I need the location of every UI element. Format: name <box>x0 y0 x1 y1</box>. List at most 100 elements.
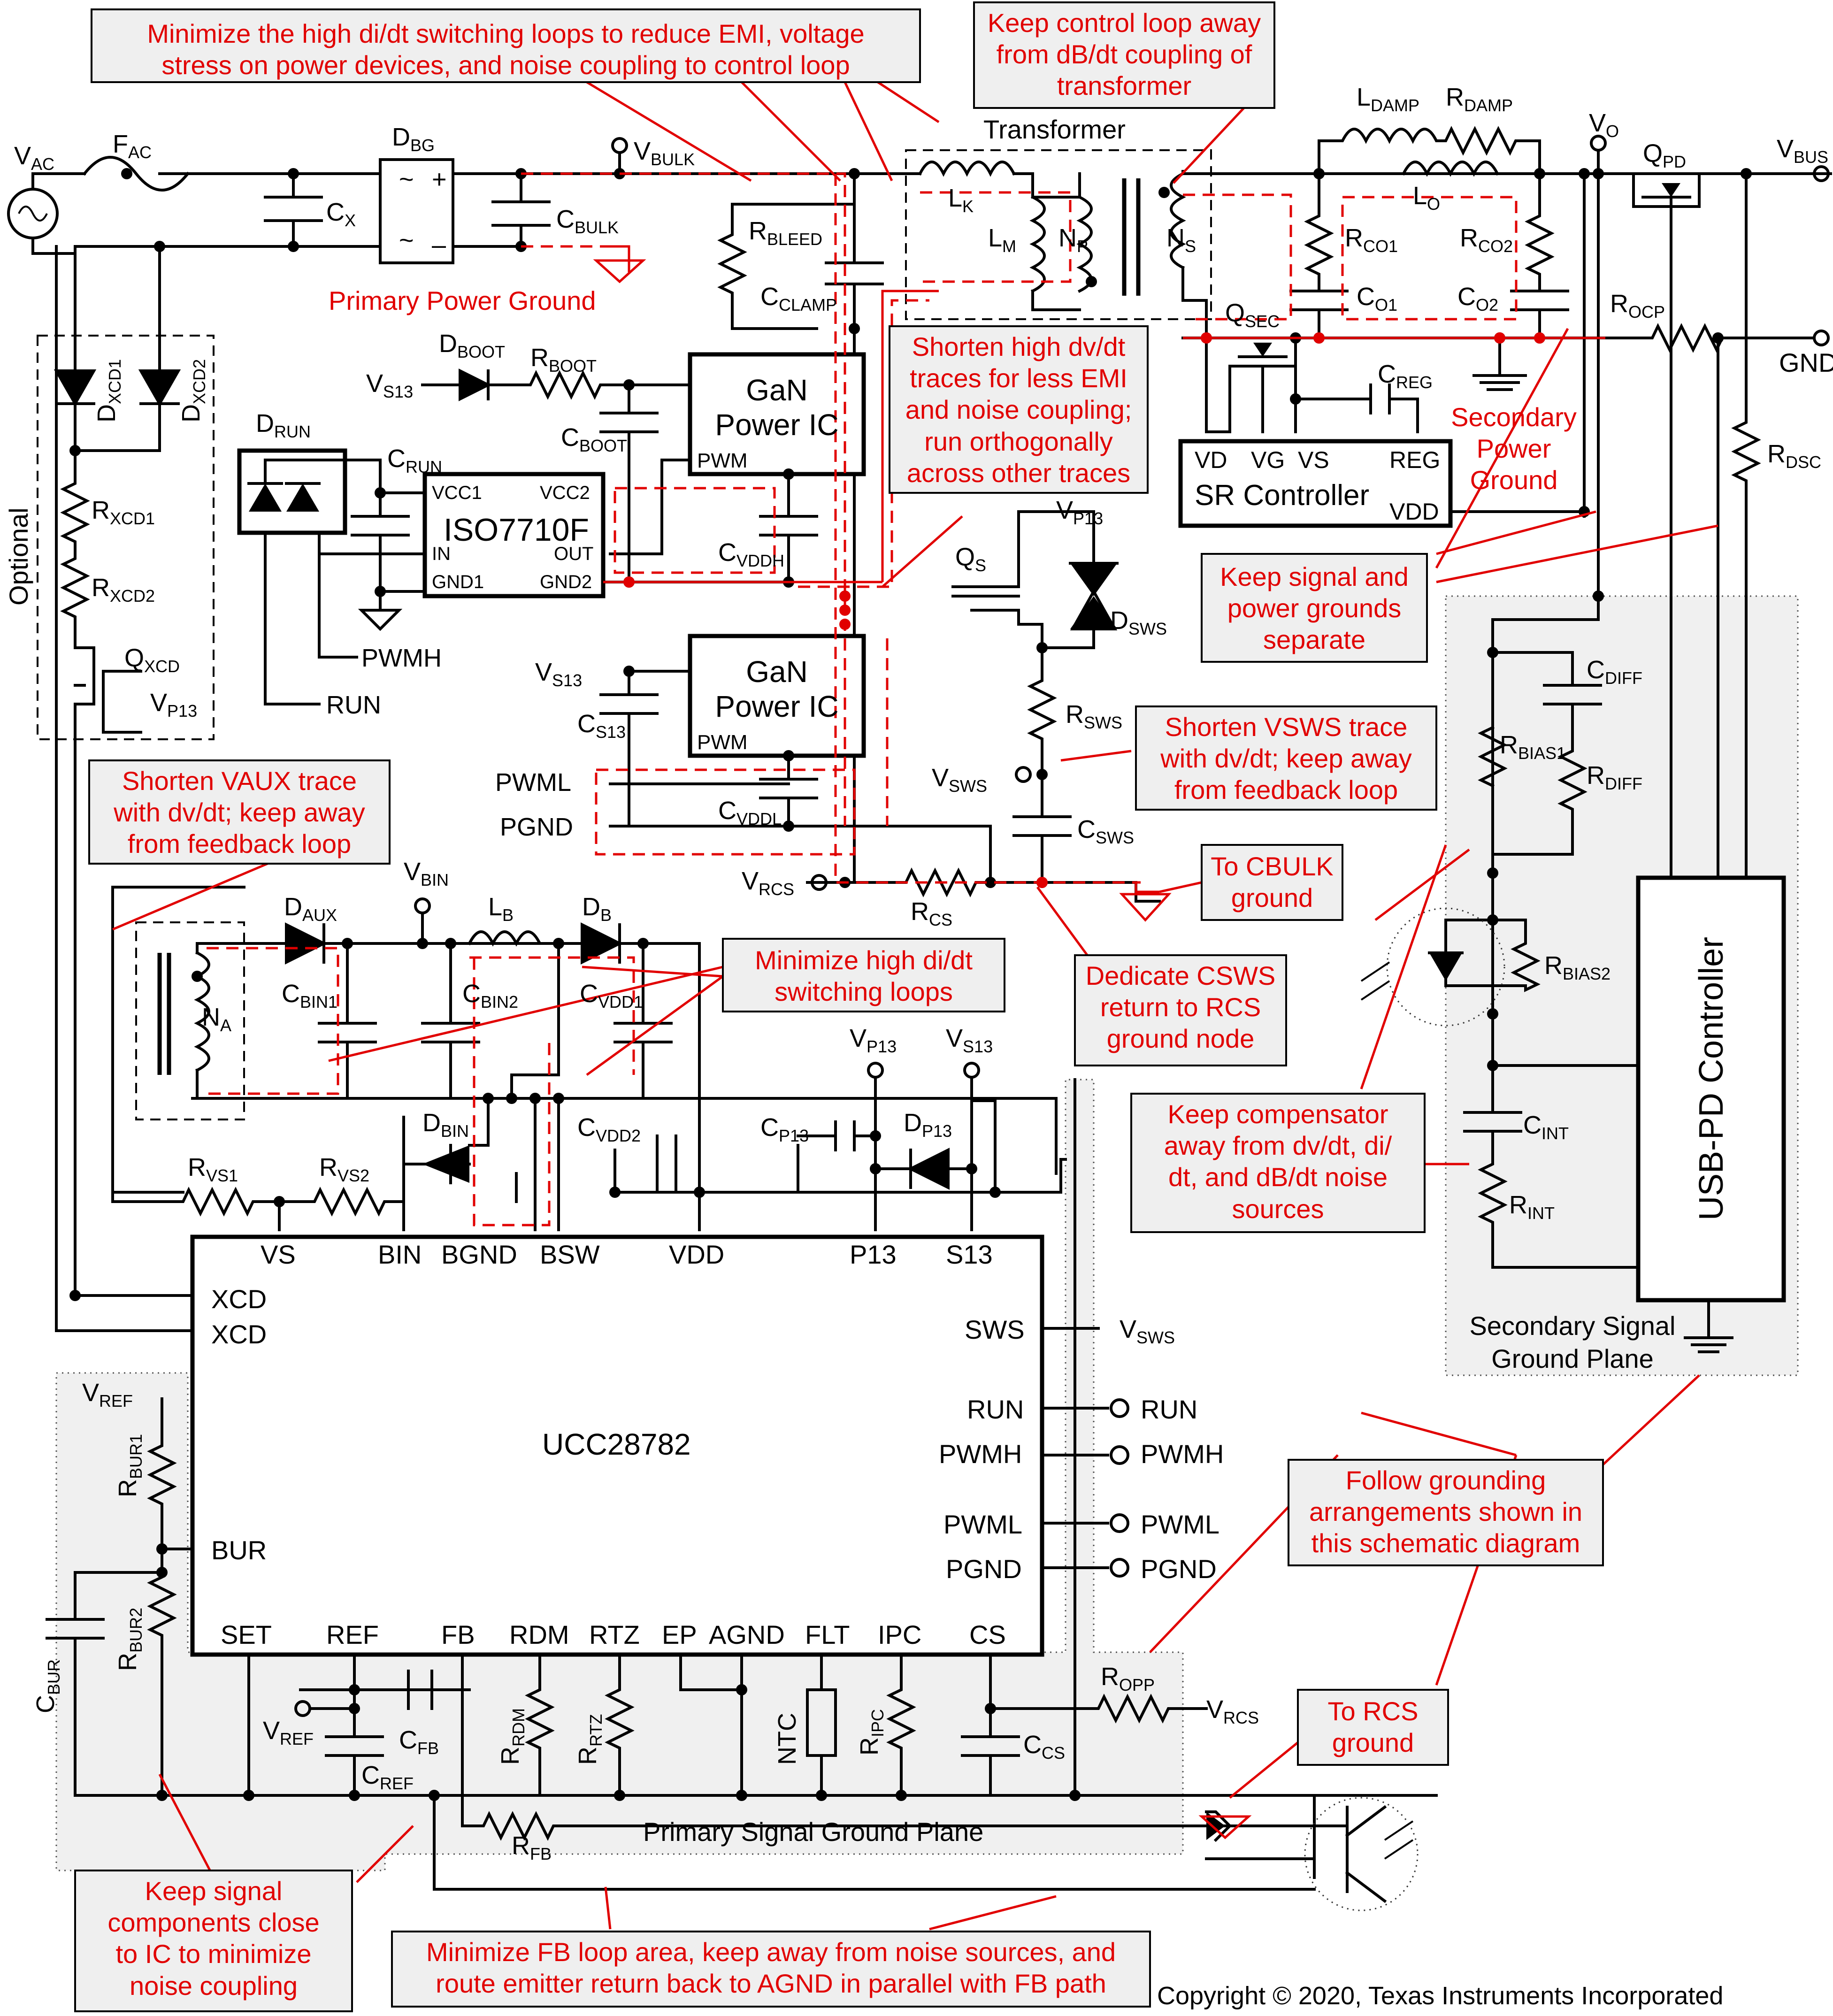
label-rbleed: RBLEED <box>749 217 823 249</box>
label-vbus: VBUS <box>1777 135 1829 167</box>
label-crun: CRUN <box>387 445 442 476</box>
mosfet-qsec <box>1205 337 1297 433</box>
ucc-pin-rdm: RDM <box>509 1620 569 1649</box>
transformer <box>905 149 1212 339</box>
ucc-pin-fb: FB <box>441 1620 475 1649</box>
tvs-diode-dsws-icon <box>1070 563 1117 629</box>
sr-controller <box>1178 439 1453 528</box>
label-cint: CINT <box>1523 1111 1569 1143</box>
capacitor-cvddh <box>759 473 818 583</box>
ucc-pin-pgnd: PGND <box>946 1554 1022 1584</box>
ucc-pin-p13: P13 <box>850 1240 897 1269</box>
ucc-pin-ep: EP <box>662 1620 697 1649</box>
label-lb: LB <box>488 893 514 925</box>
sr-pin-reg: REG <box>1389 447 1441 473</box>
mosfet-qxcd <box>74 646 194 1297</box>
ucc-pin-vs: VS <box>261 1240 296 1269</box>
secondary-output <box>1178 126 1832 879</box>
label-cs13: CS13 <box>577 710 626 742</box>
optocoupler-led-icon <box>1429 953 1462 981</box>
iso-name: ISO7710F <box>444 512 589 548</box>
label-rint: RINT <box>1509 1191 1555 1223</box>
capacitor-cboot <box>599 383 659 583</box>
transformer-label: Transformer <box>983 115 1126 144</box>
label-rdiff: RDIFF <box>1587 761 1642 793</box>
gan-low-pwm-pin: PWM <box>697 731 748 754</box>
label-vo: VO <box>1589 109 1619 141</box>
ucc-pin-vdd: VDD <box>669 1240 725 1269</box>
label-creg: CREG <box>1378 360 1433 392</box>
label-cp13: CP13 <box>760 1113 809 1145</box>
net-pwml: PWML <box>1141 1510 1219 1539</box>
label-rocp: ROCP <box>1610 290 1665 322</box>
vbulk-terminal <box>611 137 628 154</box>
resistor-rcs <box>806 867 1161 903</box>
label-cbulk: CBULK <box>556 205 619 237</box>
label-cbin1: CBIN1 <box>282 980 338 1012</box>
secondary-feedback <box>1360 590 1786 1353</box>
label-cboot: CBOOT <box>561 423 628 455</box>
label-ldamp: LDAMP <box>1357 83 1420 115</box>
ucc-pin-flt: FLT <box>805 1620 850 1649</box>
ucc-pin-s13: S13 <box>946 1240 993 1269</box>
fuse-fac <box>82 156 190 192</box>
ucc-pin-xcd-2: XCD <box>211 1319 267 1349</box>
ucc28782-ic <box>190 1234 1044 1657</box>
label-rcs: RCS <box>911 897 953 929</box>
svg-text:–: – <box>432 231 446 259</box>
xcd-optional <box>37 245 215 1332</box>
sr-pin-vg: VG <box>1251 447 1285 473</box>
label-qxcd: QXCD <box>124 644 180 676</box>
ucc-pin-cs: CS <box>969 1620 1006 1649</box>
label-cbin2: CBIN2 <box>462 980 519 1012</box>
ucc-pin-pwmh: PWMH <box>939 1439 1022 1469</box>
iso-pin-gnd2: GND2 <box>540 572 592 592</box>
iso7710f <box>422 472 606 598</box>
label-cvddh: CVDDH <box>718 538 785 570</box>
clamp-section <box>717 172 884 358</box>
capacitor-cbulk <box>491 172 551 248</box>
label-cdiff: CDIFF <box>1587 656 1642 688</box>
winding-ns <box>1170 171 1186 270</box>
label-rvs1: RVS1 <box>188 1153 238 1185</box>
label-csws: CSWS <box>1077 815 1135 847</box>
inductor-lk <box>918 161 1016 177</box>
mosfet-qs <box>951 510 1043 626</box>
label-lk: LK <box>948 184 974 216</box>
ucc-pin-rtz: RTZ <box>589 1620 640 1649</box>
pgnd-net-label: PGND <box>500 813 574 841</box>
ucc-pin-run: RUN <box>967 1395 1024 1424</box>
label-np: NP <box>1058 224 1089 256</box>
label-rdamp: RDAMP <box>1446 83 1513 115</box>
thermistor-ntc <box>806 1653 837 1797</box>
net-pgnd: PGND <box>1141 1554 1217 1584</box>
resistor-rdsc <box>1731 172 1761 879</box>
vbus-terminal <box>1813 165 1830 182</box>
zener-dp13-icon <box>911 1150 948 1188</box>
iso-pin-in: IN <box>432 544 451 564</box>
ucc-pin-ref: REF <box>326 1620 379 1649</box>
label-vsws: VSWS <box>932 764 988 796</box>
ucc-pin-bgnd: BGND <box>441 1240 517 1269</box>
svg-text:+: + <box>432 165 447 193</box>
capacitor-creg <box>1294 383 1419 433</box>
svg-text:~: ~ <box>399 226 414 254</box>
label-rfb: RFB <box>512 1832 552 1863</box>
label-rco1: RCO1 <box>1345 224 1398 256</box>
label-rdsc: RDSC <box>1767 440 1822 472</box>
label-vrcs: VRCS <box>742 867 795 899</box>
capacitor-cs13 <box>599 670 691 828</box>
label-vs13-b: VS13 <box>535 658 583 690</box>
label-vref-a: VREF <box>82 1379 133 1410</box>
zener-dbin-icon <box>422 1145 469 1183</box>
